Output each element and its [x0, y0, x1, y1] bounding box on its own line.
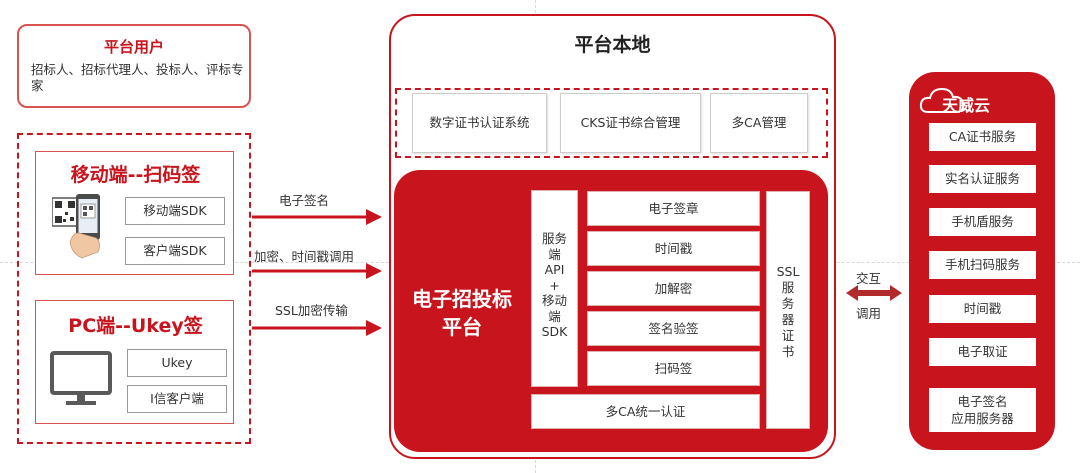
platform-top-dashed — [395, 88, 828, 158]
top-item-cks: CKS证书综合管理 — [560, 93, 701, 153]
ssl-col-line: 证 — [781, 328, 795, 343]
arrow-head-3 — [366, 320, 382, 336]
pc-title: PC端--Ukey签 — [68, 315, 203, 337]
function-e-seal: 电子签章 — [587, 191, 760, 226]
arrow-head-2 — [366, 263, 382, 279]
left-arrows-graphic — [252, 209, 382, 336]
service-phone-scan: 手机扫码服务 — [929, 251, 1036, 279]
service-realname-auth: 实名认证服务 — [929, 165, 1036, 193]
pc-section: PC端--Ukey签 Ukey I信客户端 — [35, 300, 234, 424]
core-title: 电子招投标 平台 — [398, 285, 526, 341]
server-col-line: SDK — [541, 324, 568, 339]
core-title-line-1: 电子招投标 — [412, 287, 512, 311]
server-col-line: 服务 — [541, 231, 567, 246]
function-encrypt-decrypt: 加解密 — [587, 271, 760, 306]
service-e-sign-app-server: 电子签名 应用服务器 — [929, 388, 1036, 432]
server-col-line: 端 — [548, 246, 561, 262]
monitor-icon — [50, 351, 112, 407]
platform-local-title: 平台本地 — [574, 34, 651, 56]
interaction-label-top: 交互 — [856, 271, 882, 286]
ixin-client-item: I信客户端 — [127, 385, 227, 413]
qr-phone-icon — [51, 192, 104, 260]
mobile-section: 移动端--扫码签 移动端SDK 客户端SDK — [35, 151, 234, 275]
platform-users-desc: 招标人、招标代理人、投标人、评标专家 — [31, 62, 244, 93]
server-col-line: 端 — [548, 308, 561, 324]
cloud-title: 天威云 — [942, 96, 991, 115]
multi-ca-auth: 多CA统一认证 — [531, 394, 760, 429]
arrow-label-ssl: SSL加密传输 — [275, 303, 348, 318]
function-sign-verify: 签名验签 — [587, 311, 760, 346]
function-scan-sign: 扫码签 — [587, 351, 760, 386]
ssl-col-line: 器 — [781, 312, 795, 327]
ssl-col-line: 书 — [781, 344, 795, 359]
server-api-column: 服务 端 API + 移动 端 SDK — [531, 190, 578, 387]
function-timestamp: 时间戳 — [587, 231, 760, 266]
service-line: 应用服务器 — [951, 411, 1014, 426]
ssl-col-line: 务 — [781, 296, 795, 311]
service-ca-cert: CA证书服务 — [929, 123, 1036, 151]
mobile-sdk-item: 移动端SDK — [125, 197, 225, 225]
server-col-line: API — [544, 262, 565, 277]
client-sdk-item: 客户端SDK — [125, 237, 225, 265]
cloud-icon — [919, 87, 965, 113]
service-e-evidence: 电子取证 — [929, 338, 1036, 366]
mobile-title: 移动端--扫码签 — [70, 164, 201, 186]
server-col-line: + — [549, 277, 560, 293]
arrow-label-encrypt-timestamp: 加密、时间戳调用 — [254, 249, 355, 264]
platform-users-title: 平台用户 — [103, 38, 164, 56]
top-item-multi-ca: 多CA管理 — [710, 93, 808, 153]
ssl-col-line: 服 — [781, 280, 795, 295]
ssl-cert-column: SSL 服 务 器 证 书 — [766, 191, 810, 429]
platform-users-box: 平台用户 招标人、招标代理人、投标人、评标专家 — [17, 24, 251, 108]
client-side-container — [17, 133, 251, 444]
top-item-cert-system: 数字证书认证系统 — [412, 93, 547, 153]
core-title-line-2: 平台 — [442, 315, 482, 339]
arrow-label-e-sign: 电子签名 — [279, 193, 330, 208]
interaction-label-bottom: 调用 — [856, 306, 882, 321]
ssl-col-line: SSL — [776, 264, 800, 279]
arrow-head-1 — [366, 209, 382, 225]
bidirectional-arrow-icon — [846, 285, 902, 301]
service-phone-shield: 手机盾服务 — [929, 208, 1036, 236]
service-timestamp: 时间戳 — [929, 295, 1036, 323]
server-col-line: 移动 — [541, 293, 567, 308]
ukey-item: Ukey — [127, 349, 227, 377]
service-line: 电子签名 — [957, 394, 1008, 409]
